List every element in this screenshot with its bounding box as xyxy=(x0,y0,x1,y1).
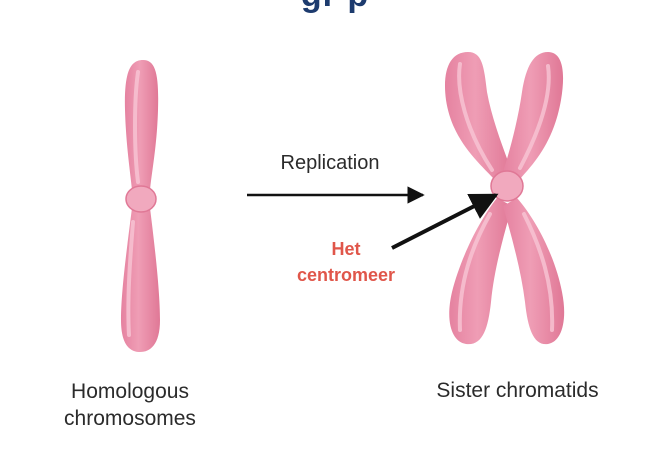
left-label-line-1: Homologous xyxy=(71,380,189,403)
sister-chromatids-label: Sister chromatids xyxy=(436,379,599,402)
left-label-line-2: chromosomes xyxy=(64,407,196,430)
centromere xyxy=(125,185,157,213)
sister-chromatids xyxy=(444,52,565,345)
centromere-pointer-arrow xyxy=(391,193,499,250)
annotation-line-2: centromeer xyxy=(296,265,396,285)
chromatid-lower-left-arm xyxy=(449,198,512,345)
chromatid-upper-right-arm xyxy=(503,52,564,182)
annotation-line-1: Het xyxy=(331,239,361,259)
title-cropped: gr p xyxy=(0,0,670,15)
homologous-chromosomes-label: Homologous chromosomes xyxy=(30,378,230,432)
chromatid-upper-left-arm xyxy=(444,52,512,182)
centromere-annotation: Het centromeer xyxy=(276,236,416,288)
chromatid-lower-right-arm xyxy=(503,198,565,345)
homologous-chromosome xyxy=(121,60,160,352)
replication-label: Replication xyxy=(280,152,380,174)
centromere xyxy=(490,170,524,202)
chromosome-upper-arm xyxy=(124,60,159,190)
